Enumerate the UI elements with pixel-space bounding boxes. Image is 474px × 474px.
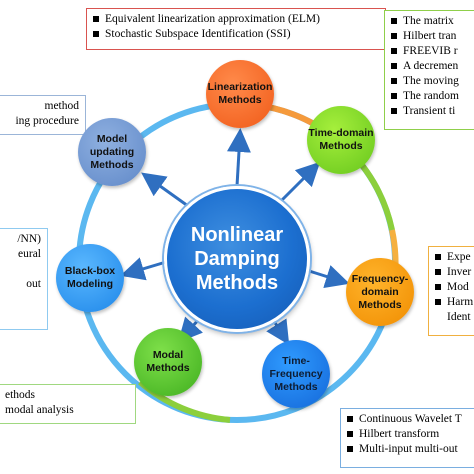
linearization-methods-box: Equivalent linearization approximation (… xyxy=(86,8,386,50)
arrow-to-time-domain xyxy=(280,161,321,202)
node-label: Methods xyxy=(146,362,190,374)
list-item: The random xyxy=(391,89,474,104)
list-item: Multi-input multi-out xyxy=(347,442,474,457)
list-item: Continuous Wavelet T xyxy=(347,412,474,427)
node-label: Frequency xyxy=(269,367,323,380)
list-item: Hilbert tran xyxy=(391,29,474,44)
black-box-modeling-box: /NN) eural out xyxy=(0,228,48,330)
list-item: Ident xyxy=(447,311,471,323)
list-item: /NN) xyxy=(17,233,41,245)
list-item: eural xyxy=(18,248,41,260)
arrow-to-linearization xyxy=(226,128,251,187)
node-black-box-modeling: Black-box Modeling xyxy=(56,244,124,312)
node-label: Linearization xyxy=(207,81,273,93)
node-time-domain-methods: Time-domain Methods xyxy=(307,106,375,174)
time-frequency-methods-box: Continuous Wavelet T Hilbert transform M… xyxy=(340,408,474,468)
node-label: Modal xyxy=(152,349,184,361)
list-item: A decremen xyxy=(391,59,474,74)
node-label: Modeling xyxy=(66,278,114,290)
list-item: ing procedure xyxy=(15,115,79,127)
node-label: Methods xyxy=(319,140,363,152)
frequency-domain-methods-box: Expe Inver Mod Harm Ident xyxy=(428,246,474,336)
node-model-updating-methods: Model updating Methods xyxy=(78,118,146,186)
list-item: Transient ti xyxy=(391,104,474,119)
arrow-to-blackbox xyxy=(120,257,167,281)
list-item: FREEVIB r xyxy=(391,44,474,59)
list-item: out xyxy=(26,278,41,290)
list-item: Inver xyxy=(435,265,474,280)
arrow-to-frequency xyxy=(305,265,350,289)
node-label: domain xyxy=(361,285,399,298)
list-item: modal analysis xyxy=(5,404,74,416)
node-label: Black-box xyxy=(64,265,116,277)
list-item: Hilbert transform xyxy=(347,427,474,442)
node-label: Frequency- xyxy=(351,272,409,285)
list-item xyxy=(0,262,41,277)
node-label: Methods xyxy=(358,298,402,311)
node-label: Methods xyxy=(274,380,318,393)
list-item: method xyxy=(44,100,80,112)
node-linearization-methods: Linearization Methods xyxy=(206,60,274,128)
node-label: Methods xyxy=(218,94,262,106)
modal-methods-box: ethods modal analysis xyxy=(0,384,136,424)
list-item: Mod xyxy=(435,280,474,295)
node-label: Model xyxy=(96,132,128,145)
center-line: Nonlinear xyxy=(190,224,284,246)
time-domain-methods-box: The matrix Hilbert tran FREEVIB r A decr… xyxy=(384,10,474,130)
list-item: ethods xyxy=(5,389,36,401)
list-item: Expe xyxy=(435,250,474,265)
center-line: Damping xyxy=(194,248,280,270)
center-line: Methods xyxy=(195,272,279,294)
node-label: Methods xyxy=(90,158,134,171)
node-label: Time-domain xyxy=(308,127,374,139)
center-node-nonlinear-damping: Nonlinear Damping Methods xyxy=(164,186,310,332)
list-item: Harm xyxy=(435,295,474,310)
arrow-to-updating xyxy=(141,172,189,208)
node-modal-methods: Modal Methods xyxy=(134,328,202,396)
node-label: updating xyxy=(89,145,135,158)
list-item: Equivalent linearization approximation (… xyxy=(93,12,379,27)
list-item: Stochastic Subspace Identification (SSI) xyxy=(93,27,379,42)
node-frequency-domain-methods: Frequency- domain Methods xyxy=(346,258,414,326)
list-item: The moving xyxy=(391,74,474,89)
node-label: Time- xyxy=(282,354,310,367)
node-time-frequency-methods: Time- Frequency Methods xyxy=(262,340,330,408)
model-updating-methods-box: method ing procedure xyxy=(0,95,86,135)
list-item: The matrix xyxy=(391,14,474,29)
